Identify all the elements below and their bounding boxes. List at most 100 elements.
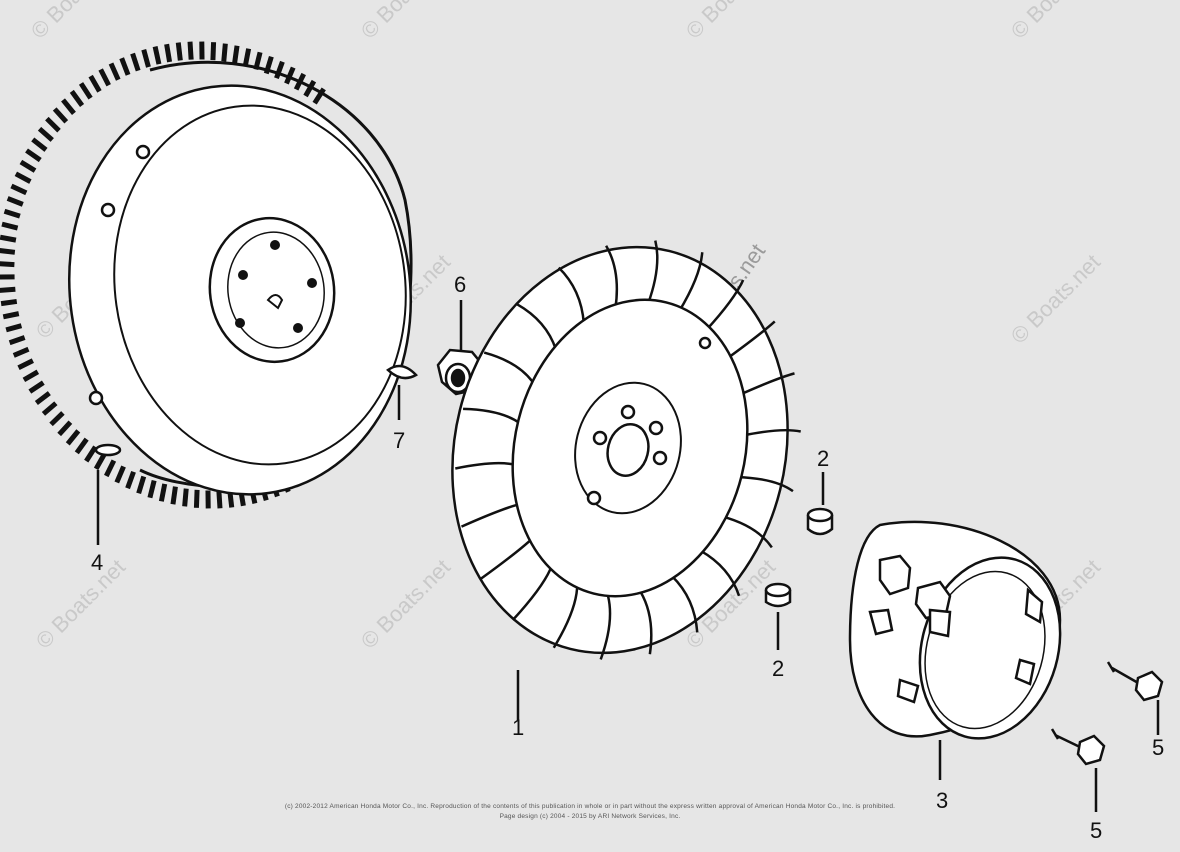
fan-blade bbox=[736, 475, 794, 493]
gear-tooth bbox=[175, 42, 183, 61]
gear-tooth bbox=[22, 369, 40, 383]
callout-collar-upper[interactable]: 2 bbox=[817, 446, 829, 471]
gear-tooth bbox=[78, 82, 93, 100]
gear-tooth bbox=[221, 43, 228, 62]
gear-tooth bbox=[31, 137, 48, 152]
gear-tooth bbox=[17, 358, 34, 371]
fan-blade bbox=[639, 591, 653, 655]
gear-tooth bbox=[2, 311, 20, 320]
gear-tooth bbox=[45, 116, 61, 133]
gear-tooth bbox=[232, 45, 240, 64]
gear-tooth bbox=[104, 459, 117, 478]
gear-tooth bbox=[312, 87, 326, 105]
fan-blade bbox=[516, 303, 558, 350]
gear-tooth bbox=[170, 486, 178, 505]
fan-blade bbox=[483, 351, 535, 385]
watermark: © Boats.net bbox=[681, 0, 780, 44]
gear-tooth bbox=[8, 335, 26, 346]
gear-tooth bbox=[152, 46, 162, 65]
gear-tooth bbox=[5, 323, 23, 333]
fan-blades bbox=[455, 240, 801, 660]
watermark: © Boats.net bbox=[1006, 0, 1105, 44]
gear-tooth bbox=[3, 208, 21, 219]
callout-bolt-upper[interactable]: 5 bbox=[1152, 735, 1164, 760]
gear-tooth bbox=[0, 286, 16, 293]
callout-fan[interactable]: 1 bbox=[512, 715, 524, 740]
gear-tooth bbox=[182, 488, 189, 507]
gear-tooth bbox=[0, 248, 16, 255]
fan-blade bbox=[605, 245, 619, 309]
fan-blade bbox=[738, 372, 795, 397]
gear-tooth bbox=[164, 43, 173, 63]
gear-tooth bbox=[108, 62, 121, 81]
watermark: © Boats.net bbox=[26, 0, 125, 44]
fan-blade bbox=[671, 575, 699, 633]
gear-tooth bbox=[242, 48, 252, 67]
fan-blade bbox=[646, 240, 659, 305]
gear-tooth bbox=[74, 437, 89, 455]
callout-nut[interactable]: 6 bbox=[454, 272, 466, 297]
gear-tooth bbox=[10, 183, 28, 196]
callout-bolt-lower[interactable]: 5 bbox=[1090, 818, 1102, 843]
flange-nut-part[interactable] bbox=[436, 300, 488, 396]
gear-tooth bbox=[84, 445, 98, 463]
gear-tooth bbox=[193, 489, 200, 508]
collar-part-lower[interactable] bbox=[764, 582, 792, 650]
copyright-notice: (c) 2002-2012 American Honda Motor Co., … bbox=[284, 803, 896, 810]
watermark: © Boats.net bbox=[356, 554, 455, 653]
gear-tooth bbox=[125, 470, 136, 490]
gear-tooth bbox=[284, 66, 296, 85]
gear-tooth bbox=[0, 234, 17, 243]
callout-collar-lower[interactable]: 2 bbox=[772, 656, 784, 681]
gear-tooth bbox=[69, 89, 85, 107]
gear-tooth bbox=[88, 74, 102, 93]
gear-tooth bbox=[0, 298, 18, 307]
watermark: © Boats.net bbox=[1006, 249, 1105, 348]
fan-blade bbox=[677, 252, 704, 313]
flywheel-part[interactable] bbox=[0, 41, 437, 517]
gear-tooth bbox=[28, 380, 45, 394]
fan-blade bbox=[721, 515, 773, 549]
fan-blade bbox=[511, 568, 552, 621]
fan-blade bbox=[725, 320, 776, 361]
gear-tooth bbox=[147, 479, 157, 499]
watermark: © Boats.net bbox=[356, 0, 455, 44]
fan-blade bbox=[552, 588, 579, 649]
gear-tooth bbox=[25, 148, 42, 163]
gear-tooth bbox=[61, 98, 76, 115]
gear-tooth bbox=[0, 261, 15, 268]
woodruff-key-part[interactable] bbox=[386, 364, 418, 420]
gear-tooth bbox=[114, 465, 126, 484]
fan-blade bbox=[557, 266, 586, 324]
gear-tooth bbox=[12, 346, 30, 358]
gear-tooth bbox=[1, 221, 19, 231]
cooling-fan-part[interactable] bbox=[410, 211, 829, 720]
flange-bolt-part-lower[interactable] bbox=[1050, 728, 1106, 812]
watermark: © Boats.net bbox=[31, 554, 130, 653]
gear-tooth bbox=[136, 475, 147, 495]
flange-bolt-part-upper[interactable] bbox=[1106, 661, 1164, 735]
page-design-notice: Page design (c) 2004 - 2015 by ARI Netwo… bbox=[499, 813, 681, 820]
fan-blade bbox=[742, 428, 801, 437]
gear-tooth bbox=[119, 57, 131, 76]
fan-blade bbox=[460, 503, 518, 528]
callout-key[interactable]: 7 bbox=[393, 428, 405, 453]
gear-tooth bbox=[98, 68, 111, 87]
fan-blade bbox=[455, 461, 514, 470]
callout-pulley[interactable]: 3 bbox=[936, 788, 948, 813]
gear-tooth bbox=[93, 452, 107, 471]
gear-tooth bbox=[303, 79, 317, 98]
gear-tooth bbox=[158, 483, 168, 502]
collar-part-upper[interactable] bbox=[806, 472, 834, 536]
starter-pulley-part[interactable] bbox=[848, 520, 1081, 780]
gear-tooth bbox=[6, 196, 24, 207]
gear-tooth bbox=[210, 42, 217, 61]
gear-tooth bbox=[34, 391, 51, 405]
gear-tooth bbox=[216, 490, 223, 509]
fan-blade bbox=[599, 595, 612, 660]
fan-blade bbox=[704, 279, 745, 332]
callout-flywheel[interactable]: 4 bbox=[91, 550, 103, 575]
gear-tooth bbox=[49, 411, 65, 427]
gear-tooth bbox=[274, 60, 285, 80]
